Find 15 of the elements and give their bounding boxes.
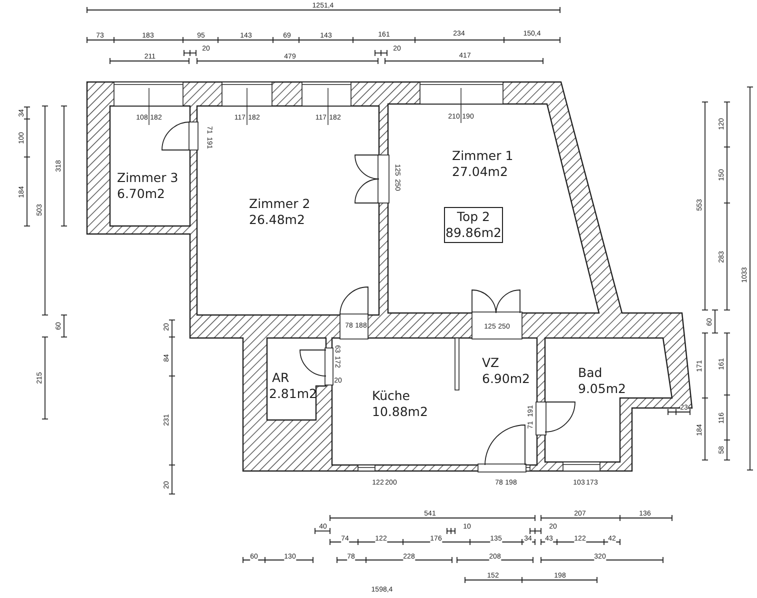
room-area: 9.05m2 (578, 382, 626, 396)
room-area: 6.90m2 (482, 372, 530, 386)
room-area: 26.48m2 (249, 213, 305, 227)
room-name: Bad (578, 366, 602, 380)
room-area: 2.81m2 (269, 387, 317, 401)
area-box: Top 2 89.86m2 (444, 207, 503, 243)
room-area: 10.88m2 (372, 405, 428, 419)
room-name: Zimmer 2 (249, 197, 310, 211)
room-name: Küche (372, 389, 410, 403)
room-area: 6.70m2 (117, 187, 165, 201)
room-name: Zimmer 1 (452, 149, 514, 163)
room-name: Zimmer 3 (117, 171, 178, 185)
room-area: 27.04m2 (452, 165, 508, 179)
room-name: AR (272, 371, 290, 385)
room-name: VZ (482, 356, 500, 370)
